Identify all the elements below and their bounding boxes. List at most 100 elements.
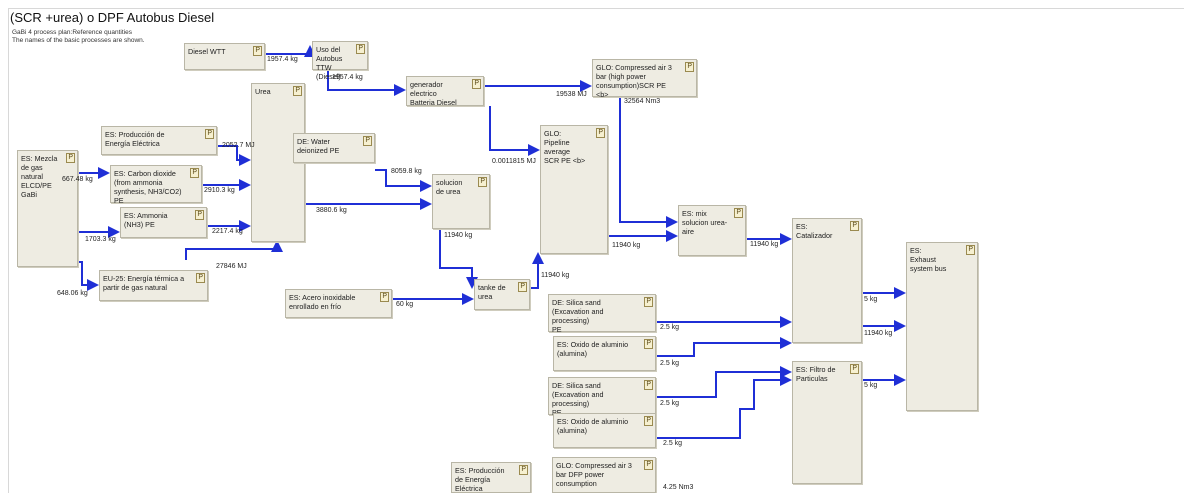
- process-produccion-energia-1[interactable]: ES: Producción de Energía Eléctrica P: [101, 126, 217, 155]
- flow-label-diesel[interactable]: 1957.4 kg: [267, 56, 298, 63]
- process-water-deionized[interactable]: DE: Water deionized PE P: [293, 133, 375, 163]
- process-solucion-urea[interactable]: solucion de urea P: [432, 174, 490, 229]
- flow-label-urea[interactable]: 3880.6 kg: [316, 207, 347, 214]
- process-plan-icon: P: [293, 86, 302, 96]
- arrow-water-solucion: [375, 169, 432, 192]
- flow-label-gen-pipe[interactable]: 0.0011815 MJ: [492, 158, 536, 165]
- flow-label-filtro[interactable]: 5 kg: [864, 382, 878, 389]
- arrow-mezcla-eu25: [78, 261, 99, 291]
- arrow-solucion-tanke: [439, 229, 478, 289]
- process-label: GLO: Pipeline average SCR PE <b>: [544, 129, 586, 165]
- process-plan-icon: P: [363, 136, 372, 146]
- plan-title: (SCR +urea) o DPF Autobus Diesel: [10, 10, 215, 25]
- arrow-air-mix: [619, 97, 678, 228]
- process-label: ES: Ammonia (NH3) PE: [124, 211, 168, 229]
- flow-label-mezcla-2[interactable]: 1703.3 kg: [85, 236, 116, 243]
- flow-label-pipe-mix[interactable]: 11940 kg: [612, 242, 641, 249]
- process-filtro-particulas[interactable]: ES: Filtro de Particulas P: [792, 361, 862, 484]
- process-ammonia[interactable]: ES: Ammonia (NH3) PE P: [120, 207, 207, 238]
- process-silica-sand-1[interactable]: DE: Silica sand (Excavation and processi…: [548, 294, 656, 334]
- flow-label-eu25[interactable]: 27846 MJ: [216, 263, 247, 270]
- flow-label-mezcla-1[interactable]: 667.48 kg: [62, 176, 93, 183]
- process-oxido-aluminio-2[interactable]: ES: Oxido de aluminio (alumina) P: [553, 413, 656, 448]
- generator-icon: P: [472, 79, 481, 89]
- flow-label-silica-1[interactable]: 2.5 kg: [660, 324, 680, 331]
- process-generador-electrico[interactable]: generador electrico Batteria Diesel P: [406, 76, 484, 107]
- process-label: Diesel WTT: [188, 47, 226, 56]
- process-diesel-wtt[interactable]: Diesel WTT P: [184, 43, 265, 70]
- process-acero-inoxidable[interactable]: ES: Acero inoxidable enrollado en frío P: [285, 289, 392, 318]
- process-plan-icon: P: [644, 339, 653, 349]
- arrow-diesel-uso: [265, 45, 316, 57]
- process-label: ES: Filtro de Particulas: [796, 365, 836, 383]
- process-pipeline-average[interactable]: GLO: Pipeline average SCR PE <b> P: [540, 125, 608, 254]
- gas-icon: P: [66, 153, 75, 163]
- tank-icon: P: [518, 282, 527, 292]
- flow-label-uso[interactable]: 1957.4 kg: [332, 74, 363, 81]
- process-exhaust-system[interactable]: ES: Exhaust system bus P: [906, 242, 978, 411]
- pipeline-icon: P: [596, 128, 605, 138]
- flow-label-oxido-2[interactable]: 2.5 kg: [663, 440, 683, 447]
- process-label: ES: Catalizador: [796, 222, 833, 240]
- process-plan-icon: P: [195, 210, 204, 220]
- arrow-ee-urea: [217, 145, 251, 166]
- process-eu25-energia-termica[interactable]: EU-25: Energía térmica a partir de gas n…: [99, 270, 208, 301]
- process-uso-autobus[interactable]: Uso del Autobus TTW (Diesel) P: [312, 41, 368, 81]
- process-plan-icon: P: [644, 297, 653, 307]
- flow-label-acero[interactable]: 60 kg: [396, 301, 414, 308]
- flow-label-mix-cat[interactable]: 11940 kg: [750, 241, 779, 248]
- process-carbon-dioxide[interactable]: ES: Carbon dioxide (from ammonia synthes…: [110, 165, 202, 205]
- flow-label-cat-5[interactable]: 5 kg: [864, 296, 878, 303]
- flow-label-tanke-pipe[interactable]: 11940 kg: [541, 272, 570, 279]
- flow-label-air-2[interactable]: 4.25 Nm3: [663, 484, 694, 491]
- flow-label-mezcla-3[interactable]: 648.06 kg: [57, 290, 88, 297]
- process-label: generador electrico Batteria Diesel: [410, 80, 457, 107]
- process-plan-icon: P: [190, 168, 199, 178]
- process-oxido-aluminio-1[interactable]: ES: Oxido de aluminio (alumina) P: [553, 336, 656, 371]
- arrow-uso-generador: [327, 70, 406, 96]
- process-plan-icon: P: [253, 46, 262, 56]
- flow-label-silica-2[interactable]: 2.5 kg: [660, 400, 680, 407]
- arrow-oxido2-filtro: [656, 374, 792, 439]
- arrow-oxido1-cat: [656, 337, 792, 357]
- process-label: ES: Exhaust system bus: [910, 246, 947, 273]
- flow-label-cat-11940[interactable]: 11940 kg: [864, 330, 893, 337]
- flow-label-ee[interactable]: 2052.7 MJ: [222, 142, 255, 149]
- canvas-frame-top: [8, 8, 1184, 9]
- process-catalizador[interactable]: ES: Catalizador P: [792, 218, 862, 343]
- process-mezcla-gas-natural[interactable]: ES: Mezcla de gas natural ELCD/PE GaBi P: [17, 150, 78, 267]
- process-label: ES: Producción de Energía Eléctrica: [455, 466, 505, 493]
- plan-subtitle-2: The names of the basic processes are sho…: [12, 37, 145, 44]
- process-label: ES: Mezcla de gas natural ELCD/PE GaBi: [21, 154, 58, 199]
- process-label: DE: Silica sand (Excavation and processi…: [552, 381, 604, 417]
- flow-label-water[interactable]: 8059.8 kg: [391, 168, 422, 175]
- catalyst-icon: P: [850, 221, 859, 231]
- process-silica-sand-2[interactable]: DE: Silica sand (Excavation and processi…: [548, 377, 656, 417]
- process-tanke-urea[interactable]: tanke de urea P: [474, 279, 530, 310]
- flow-label-co2[interactable]: 2910.3 kg: [204, 187, 235, 194]
- energy-icon: P: [519, 465, 528, 475]
- filter-icon: P: [850, 364, 859, 374]
- process-label: Uso del Autobus TTW (Diesel): [316, 45, 343, 81]
- arrow-silica2-filtro: [656, 366, 792, 398]
- process-plan-icon: P: [380, 292, 389, 302]
- process-plan-icon: P: [478, 177, 487, 187]
- canvas-frame-left: [8, 8, 9, 493]
- process-produccion-energia-2[interactable]: ES: Producción de Energía Eléctrica P: [451, 462, 531, 493]
- process-glo-compressed-air-2[interactable]: GLO: Compressed air 3 bar DFP power cons…: [552, 457, 656, 493]
- process-plan-icon: P: [644, 416, 653, 426]
- flow-label-oxido-1[interactable]: 2.5 kg: [660, 360, 680, 367]
- process-label: ES: Oxido de aluminio (alumina): [557, 340, 629, 358]
- process-label: GLO: Compressed air 3 bar DFP power cons…: [556, 461, 632, 488]
- flow-label-ammonia[interactable]: 2217.4 kg: [212, 228, 243, 235]
- flow-label-solucion[interactable]: 11940 kg: [444, 232, 473, 239]
- process-mix-solucion-aire[interactable]: ES: mix solucion urea- aire P: [678, 205, 746, 256]
- process-label: GLO: Compressed air 3 bar (high power co…: [596, 63, 672, 99]
- arrow-eu25-urea: [185, 240, 283, 260]
- process-glo-compressed-air-1[interactable]: GLO: Compressed air 3 bar (high power co…: [592, 59, 697, 99]
- exhaust-icon: P: [966, 245, 975, 255]
- flow-label-air-nm3[interactable]: 32564 Nm3: [624, 98, 661, 105]
- flow-label-gen-air[interactable]: 19538 MJ: [556, 91, 587, 98]
